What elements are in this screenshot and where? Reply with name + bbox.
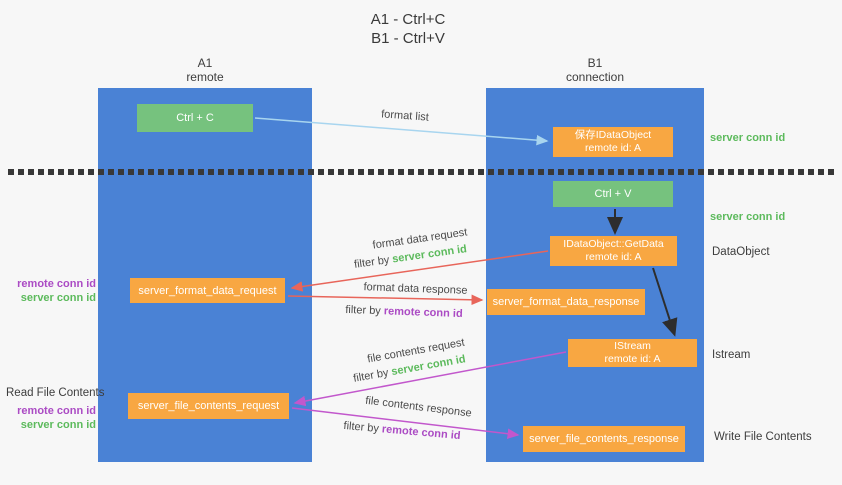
node-file-request-label: server_file_contents_request xyxy=(137,400,280,412)
annotation-server-conn-id-1: server conn id xyxy=(20,292,96,304)
diagram-title: A1 - Ctrl+C B1 - Ctrl+V xyxy=(308,10,508,48)
title-line-2: B1 - Ctrl+V xyxy=(371,30,445,47)
node-getdata-line1: IDataObject::GetData xyxy=(563,237,664,250)
node-ctrl-c: Ctrl + C xyxy=(137,104,253,132)
lane-b-header: B1 connection xyxy=(486,56,704,84)
arrow-format-data-response xyxy=(287,294,484,306)
annotation-istream: Istream xyxy=(712,349,751,361)
arrow-format-data-request xyxy=(290,250,549,292)
node-idataobject-getdata: IDataObject::GetData remote id: A xyxy=(550,236,677,266)
node-istream-line1: IStream xyxy=(614,339,651,352)
node-istream-line2: remote id: A xyxy=(604,353,661,365)
filter-by-text: filter by xyxy=(345,303,385,318)
node-istream: IStream remote id: A xyxy=(568,339,697,367)
arrow-getdata-to-istream xyxy=(652,267,678,337)
arrow-format-list xyxy=(254,117,549,146)
lane-a-header: A1 remote xyxy=(98,56,312,84)
node-save-idataobject: 保存IDataObject remote id: A xyxy=(553,127,673,157)
node-file-response-label: server_file_contents_response xyxy=(529,433,679,445)
annotation-conn-ids-format: remote conn id server conn id xyxy=(8,277,96,305)
arrow-file-contents-request xyxy=(293,351,567,407)
node-server-file-contents-response: server_file_contents_response xyxy=(523,426,685,452)
dashed-separator-line xyxy=(8,169,836,175)
node-save-idataobject-line2: remote id: A xyxy=(584,142,642,154)
arrow-file-contents-response xyxy=(291,407,520,439)
node-server-file-contents-request: server_file_contents_request xyxy=(128,393,289,419)
lane-a-subtitle: remote xyxy=(186,70,224,84)
node-getdata-line2: remote id: A xyxy=(585,251,642,263)
node-save-idataobject-line1: 保存IDataObject xyxy=(574,128,652,141)
node-ctrl-v-label: Ctrl + V xyxy=(594,188,632,200)
node-ctrl-v: Ctrl + V xyxy=(553,181,673,207)
annotation-server-conn-id-top: server conn id xyxy=(710,132,786,144)
lane-b-subtitle: connection xyxy=(565,70,625,84)
annotation-read-file-contents: Read File Contents xyxy=(6,387,105,399)
node-ctrl-c-label: Ctrl + C xyxy=(176,112,214,124)
annotation-dataobject: DataObject xyxy=(712,246,770,258)
annotation-remote-conn-id-1: remote conn id xyxy=(17,278,96,290)
annotation-write-file-contents: Write File Contents xyxy=(714,431,812,443)
node-format-response-label: server_format_data_response xyxy=(492,296,640,308)
lane-a-name: A1 xyxy=(197,56,213,70)
annotation-remote-conn-id-2: remote conn id xyxy=(17,405,96,417)
annotation-server-conn-id-mid: server conn id xyxy=(710,211,786,223)
annotation-conn-ids-file: remote conn id server conn id xyxy=(8,404,96,432)
title-line-1: A1 - Ctrl+C xyxy=(370,11,446,28)
node-server-format-data-request: server_format_data_request xyxy=(130,278,285,303)
node-format-request-label: server_format_data_request xyxy=(138,284,277,297)
node-server-format-data-response: server_format_data_response xyxy=(487,289,645,315)
lane-b-name: B1 xyxy=(587,56,603,70)
annotation-server-conn-id-2: server conn id xyxy=(20,419,96,431)
